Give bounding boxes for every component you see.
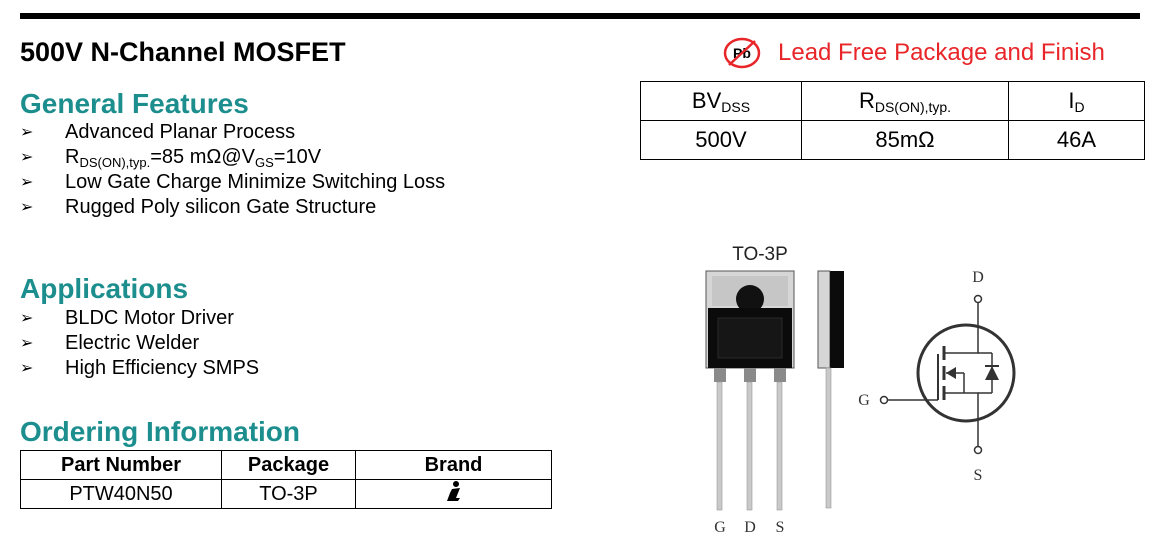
document-title: 500V N-Channel MOSFET xyxy=(20,37,346,67)
table-row: PTW40N50 TO-3P xyxy=(20,479,552,509)
package-label: TO-3P xyxy=(732,244,788,265)
bullet-arrow-icon: ➢ xyxy=(20,149,34,166)
mosfet-symbol: D G S xyxy=(858,269,1016,484)
bullet-arrow-icon: ➢ xyxy=(20,124,34,141)
pin-label-gate: G xyxy=(714,519,726,536)
to3p-package-figure: TO-3P G D S xyxy=(705,244,830,536)
pb-free-icon: Pb xyxy=(723,37,761,69)
bullet-arrow-icon: ➢ xyxy=(20,174,34,191)
spec-header-row: BVDSS RDS(ON),typ. ID xyxy=(640,81,1145,121)
gate-label: G xyxy=(858,392,870,409)
pin-label-drain: D xyxy=(744,519,756,536)
ordering-brand xyxy=(355,479,552,509)
list-item: ➢Advanced Planar Process xyxy=(20,121,296,143)
bullet-arrow-icon: ➢ xyxy=(20,335,34,352)
ordering-table: Part Number Package Brand PTW40N50 TO-3P xyxy=(20,450,552,509)
bullet-arrow-icon: ➢ xyxy=(20,310,34,327)
top-rule xyxy=(20,13,1140,19)
list-item: ➢High Efficiency SMPS xyxy=(20,357,260,379)
list-item: ➢BLDC Motor Driver xyxy=(20,307,234,329)
bullet-arrow-icon: ➢ xyxy=(20,199,34,216)
spec-value-id: 46A xyxy=(1008,120,1145,160)
features-list: ➢Advanced Planar Process ➢RDS(ON),typ.=8… xyxy=(20,120,445,220)
spec-value-bvdss: 500V xyxy=(640,120,802,160)
spec-value-rdson: 85mΩ xyxy=(801,120,1009,160)
applications-list: ➢BLDC Motor Driver ➢Electric Welder ➢Hig… xyxy=(20,306,259,381)
ordering-header-brand: Brand xyxy=(355,450,552,480)
ordering-header-row: Part Number Package Brand xyxy=(20,450,552,480)
spec-value-row: 500V 85mΩ 46A xyxy=(640,120,1145,160)
brand-logo-icon xyxy=(446,481,460,501)
list-item: ➢Low Gate Charge Minimize Switching Loss xyxy=(20,171,446,193)
list-item: ➢Rugged Poly silicon Gate Structure xyxy=(20,196,377,218)
ordering-package: TO-3P xyxy=(221,479,356,509)
ordering-header-package: Package xyxy=(221,450,356,480)
list-item: ➢Electric Welder xyxy=(20,332,200,354)
spec-header-bvdss: BVDSS xyxy=(640,81,802,121)
applications-heading: Applications xyxy=(20,273,189,304)
package-side-view xyxy=(817,271,844,509)
list-item: ➢RDS(ON),typ.=85 mΩ@VGS=10V xyxy=(20,146,322,170)
source-label: S xyxy=(974,467,983,484)
general-features-heading: General Features xyxy=(20,88,249,119)
ordering-header-part: Part Number xyxy=(20,450,222,480)
lead-free-badge: Pb Lead Free Package and Finish xyxy=(722,36,1105,70)
bullet-arrow-icon: ➢ xyxy=(20,360,34,377)
spec-header-rdson: RDS(ON),typ. xyxy=(801,81,1009,121)
ordering-part-number: PTW40N50 xyxy=(20,479,222,509)
spec-header-id: ID xyxy=(1008,81,1145,121)
lead-free-label: Lead Free Package and Finish xyxy=(778,39,1105,66)
drain-label: D xyxy=(972,269,984,286)
pin-label-source: S xyxy=(776,519,785,536)
key-spec-table: BVDSS RDS(ON),typ. ID 500V 85mΩ 46A xyxy=(640,81,1145,160)
ordering-info-heading: Ordering Information xyxy=(20,416,300,447)
